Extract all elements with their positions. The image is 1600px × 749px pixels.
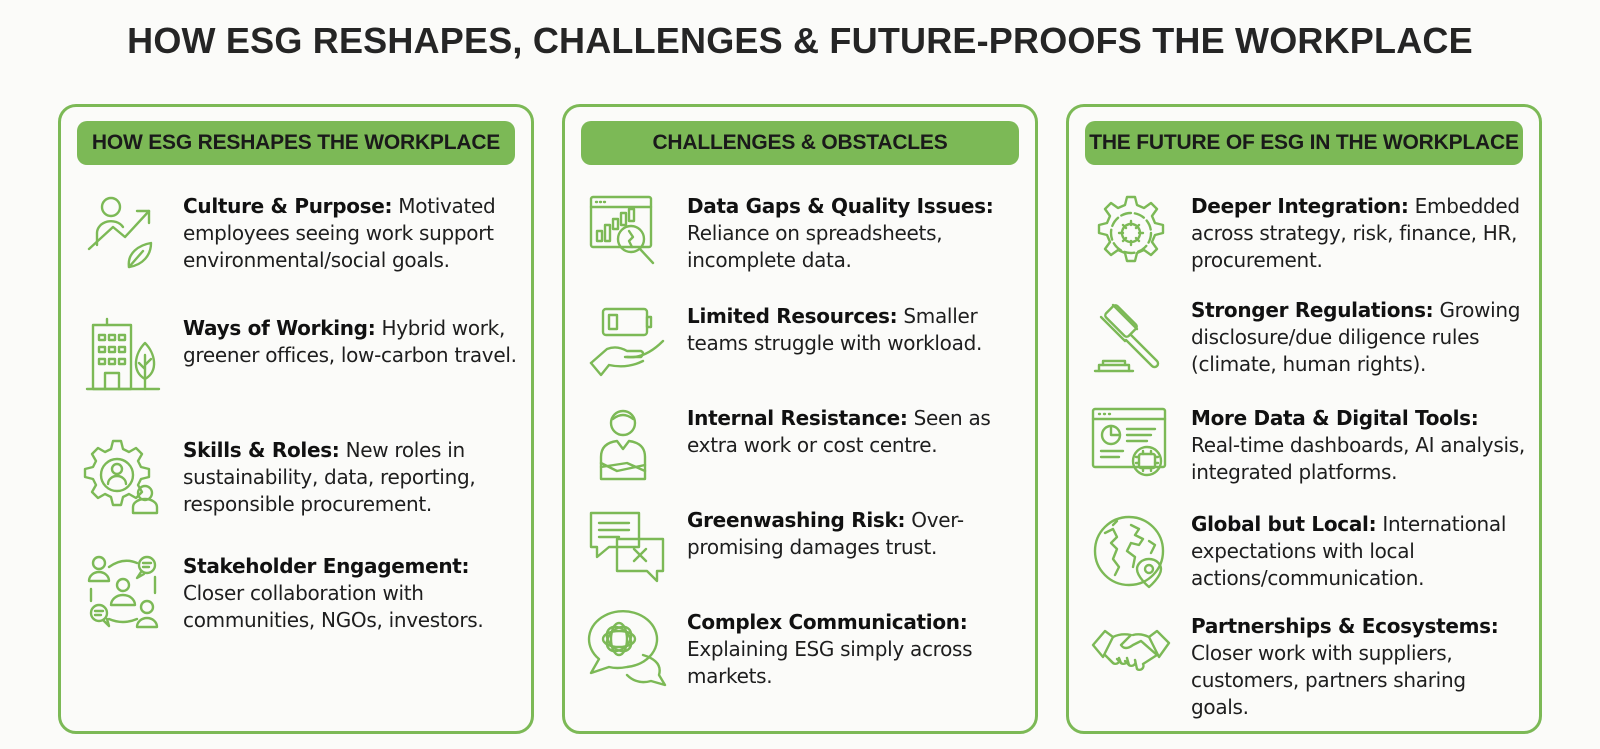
item-text: Stronger Regulations: Growing disclosure…: [1191, 298, 1521, 376]
panel-header: THE FUTURE OF ESG IN THE WORKPLACE: [1085, 121, 1523, 165]
gear-integration-icon: [1091, 193, 1171, 273]
item-text: Partnerships & Ecosystems: Closer work w…: [1191, 614, 1499, 719]
chart-magnifier-icon: [587, 193, 667, 273]
low-battery-hand-icon: [587, 303, 667, 383]
list-item: More Data & Digital Tools: Real-time das…: [1091, 405, 1529, 486]
list-item: Complex Communication: Explaining ESG si…: [587, 609, 1025, 690]
tangled-speech-bubble-icon: [587, 609, 667, 689]
dashboard-ai-icon: [1091, 405, 1171, 485]
panel-header: CHALLENGES & OBSTACLES: [581, 121, 1019, 165]
list-item: Stronger Regulations: Growing disclosure…: [1091, 297, 1529, 378]
globe-pin-icon: [1091, 511, 1171, 591]
list-item: Limited Resources: Smaller teams struggl…: [587, 303, 1025, 383]
list-item: Greenwashing Risk: Over-promising damage…: [587, 507, 1025, 587]
stakeholder-network-icon: [83, 553, 163, 633]
item-text: Complex Communication: Explaining ESG si…: [687, 610, 973, 688]
building-tree-icon: [83, 315, 163, 395]
list-item: Ways of Working: Hybrid work, greener of…: [83, 315, 521, 395]
item-text: Greenwashing Risk: Over-promising damage…: [687, 508, 964, 559]
gavel-icon: [1091, 297, 1171, 377]
list-item: Culture & Purpose: Motivated employees s…: [83, 193, 521, 274]
handshake-icon: [1091, 613, 1171, 693]
item-text: Deeper Integration: Embedded across stra…: [1191, 194, 1520, 272]
panel-header: HOW ESG RESHAPES THE WORKPLACE: [77, 121, 515, 165]
person-arms-crossed-icon: [587, 405, 667, 485]
item-text: Data Gaps & Quality Issues: Reliance on …: [687, 194, 994, 272]
panel-future: THE FUTURE OF ESG IN THE WORKPLACE Deepe…: [1066, 104, 1542, 734]
page-title: HOW ESG RESHAPES, CHALLENGES & FUTURE-PR…: [127, 20, 1473, 61]
item-text: Skills & Roles: New roles in sustainabil…: [183, 438, 476, 516]
list-item: Internal Resistance: Seen as extra work …: [587, 405, 1025, 485]
person-growth-arrow-leaf-icon: [83, 193, 163, 273]
speech-bubble-x-icon: [587, 507, 667, 587]
item-text: Global but Local: International expectat…: [1191, 512, 1507, 590]
item-text: Internal Resistance: Seen as extra work …: [687, 406, 991, 457]
item-text: Stakeholder Engagement: Closer collabora…: [183, 554, 484, 632]
item-text: Ways of Working: Hybrid work, greener of…: [183, 316, 517, 367]
list-item: Stakeholder Engagement: Closer collabora…: [83, 553, 521, 634]
item-text: Limited Resources: Smaller teams struggl…: [687, 304, 983, 355]
panel-challenges: CHALLENGES & OBSTACLES Data Gaps & Quali…: [562, 104, 1038, 734]
list-item: Data Gaps & Quality Issues: Reliance on …: [587, 193, 1025, 274]
gear-people-icon: [83, 437, 163, 517]
list-item: Partnerships & Ecosystems: Closer work w…: [1091, 613, 1529, 721]
item-text: More Data & Digital Tools: Real-time das…: [1191, 406, 1525, 484]
item-text: Culture & Purpose: Motivated employees s…: [183, 194, 496, 272]
list-item: Deeper Integration: Embedded across stra…: [1091, 193, 1529, 274]
list-item: Global but Local: International expectat…: [1091, 511, 1529, 592]
list-item: Skills & Roles: New roles in sustainabil…: [83, 437, 521, 518]
panel-reshapes: HOW ESG RESHAPES THE WORKPLACE Culture &…: [58, 104, 534, 734]
